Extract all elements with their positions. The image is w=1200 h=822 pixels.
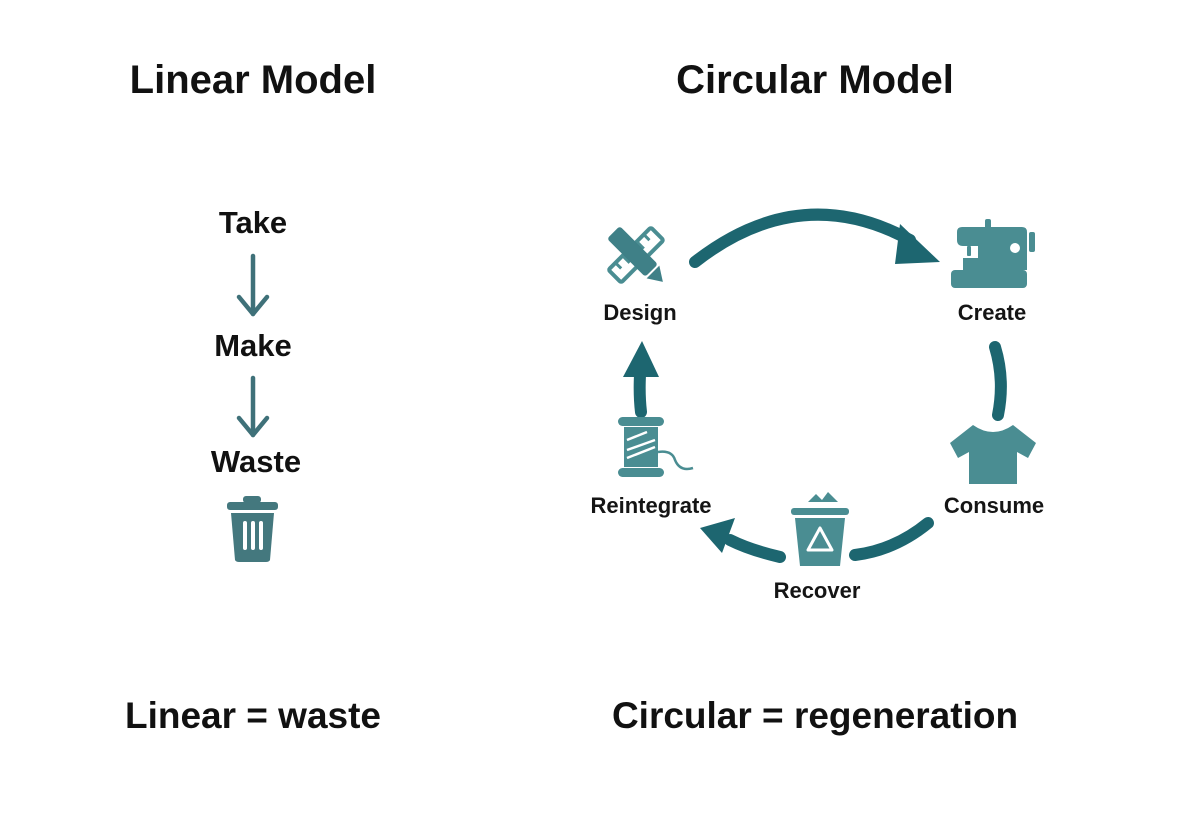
arrowhead (895, 224, 940, 264)
linear-step-take: Take (218, 205, 288, 240)
stage-label-consume: Consume (943, 493, 1045, 518)
sewing-machine-icon (951, 219, 1035, 288)
stage-label-design: Design (603, 300, 677, 325)
recycle-bin-icon (791, 492, 849, 566)
thread-spool-icon (618, 417, 694, 477)
circular-model-title: Circular Model (676, 58, 954, 102)
linear-model-title: Linear Model (129, 58, 377, 102)
arrow-create-to-consume (989, 341, 1007, 421)
stage-label-recover: Recover (773, 578, 861, 603)
arrow-design-to-create (689, 208, 916, 268)
pencil-ruler-icon (607, 226, 665, 284)
circular-footer: Circular = regeneration (611, 695, 1019, 736)
stage-label-create: Create (957, 300, 1027, 325)
arrow-recover-to-reintegrate (724, 534, 786, 563)
down-arrow-icon (236, 375, 270, 438)
arrowhead (700, 518, 735, 553)
linear-step-make: Make (214, 328, 292, 363)
arrow-consume-to-recover (849, 517, 934, 561)
arrowhead (623, 341, 659, 377)
tshirt-icon (950, 425, 1036, 484)
linear-footer: Linear = waste (124, 695, 382, 736)
down-arrow-icon (236, 253, 270, 317)
linear-step-waste: Waste (210, 444, 302, 479)
stage-label-reintegrate: Reintegrate (590, 493, 712, 518)
trash-icon (227, 496, 278, 562)
arrow-reintegrate-to-design (633, 369, 647, 418)
